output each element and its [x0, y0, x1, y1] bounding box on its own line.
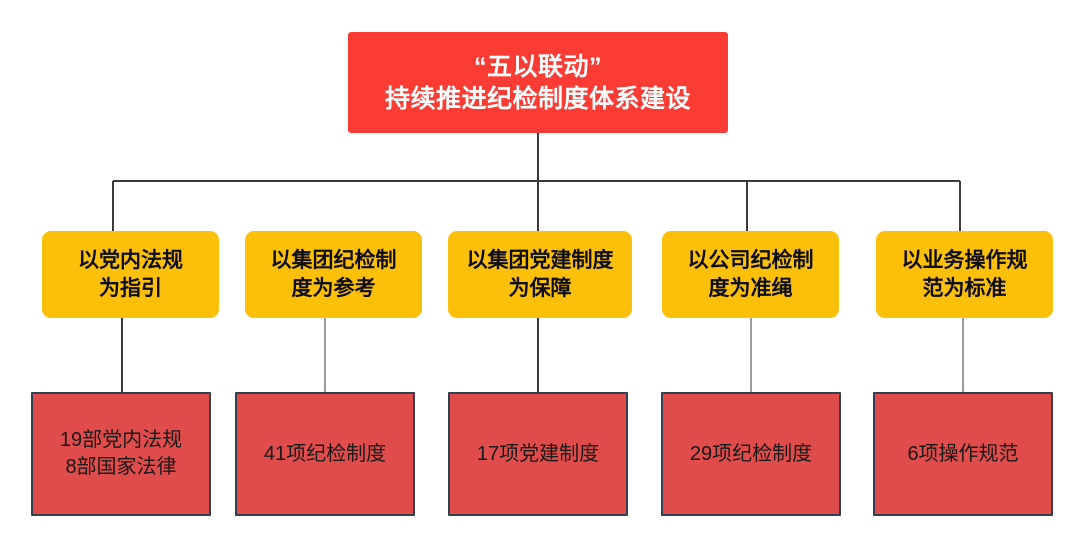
leaf-label-1: 19部党内法规 8部国家法律 — [56, 427, 186, 481]
branch-label-2: 以集团纪检制 度为参考 — [267, 247, 401, 302]
branch-label-3-line-1: 以集团党建制度 — [466, 249, 614, 273]
leaf-node-2[interactable]: 41项纪检制度 — [235, 392, 415, 516]
branch-node-5[interactable]: 以业务操作规 范为标准 — [876, 231, 1053, 318]
branch-label-1: 以党内法规 为指引 — [74, 247, 187, 302]
leaf-node-5[interactable]: 6项操作规范 — [873, 392, 1053, 516]
branch-label-4: 以公司纪检制 度为准绳 — [684, 247, 818, 302]
root-title-line-2: 持续推进纪检制度体系建设 — [384, 84, 691, 113]
leaf-label-4: 29项纪检制度 — [689, 442, 813, 465]
leaf-label-5: 6项操作规范 — [907, 442, 1019, 465]
leaf-label-1-line-1: 19部党内法规 — [59, 429, 183, 452]
leaf-node-1[interactable]: 19部党内法规 8部国家法律 — [31, 392, 211, 516]
branch-label-5-line-2: 范为标准 — [922, 276, 1007, 300]
branch-label-2-line-1: 以集团纪检制 — [270, 249, 397, 273]
branch-node-3[interactable]: 以集团党建制度 为保障 — [448, 231, 632, 318]
leaf-label-3: 17项党建制度 — [476, 442, 600, 465]
branch-node-2[interactable]: 以集团纪检制 度为参考 — [245, 231, 422, 318]
branch-label-1-line-1: 以党内法规 — [78, 249, 183, 273]
leaf-node-4[interactable]: 29项纪检制度 — [661, 392, 841, 516]
branch-label-5-line-1: 以业务操作规 — [901, 249, 1028, 273]
leaf-label-2: 41项纪检制度 — [263, 442, 387, 465]
branch-label-2-line-2: 度为参考 — [291, 276, 376, 300]
branch-label-5: 以业务操作规 范为标准 — [898, 247, 1032, 302]
leaf-label-1-line-2: 8部国家法律 — [65, 456, 177, 478]
branch-node-1[interactable]: 以党内法规 为指引 — [42, 231, 219, 318]
branch-node-4[interactable]: 以公司纪检制 度为准绳 — [662, 231, 839, 318]
root-title-line-1: “五以联动” — [473, 52, 602, 81]
branch-label-4-line-2: 度为准绳 — [708, 276, 793, 300]
branch-label-3: 以集团党建制度 为保障 — [463, 247, 618, 302]
root-node[interactable]: “五以联动” 持续推进纪检制度体系建设 — [348, 32, 728, 133]
branch-label-4-line-1: 以公司纪检制 — [687, 249, 814, 273]
branch-label-3-line-2: 为保障 — [508, 276, 572, 300]
branch-label-1-line-2: 为指引 — [99, 276, 162, 300]
leaf-node-3[interactable]: 17项党建制度 — [448, 392, 628, 516]
